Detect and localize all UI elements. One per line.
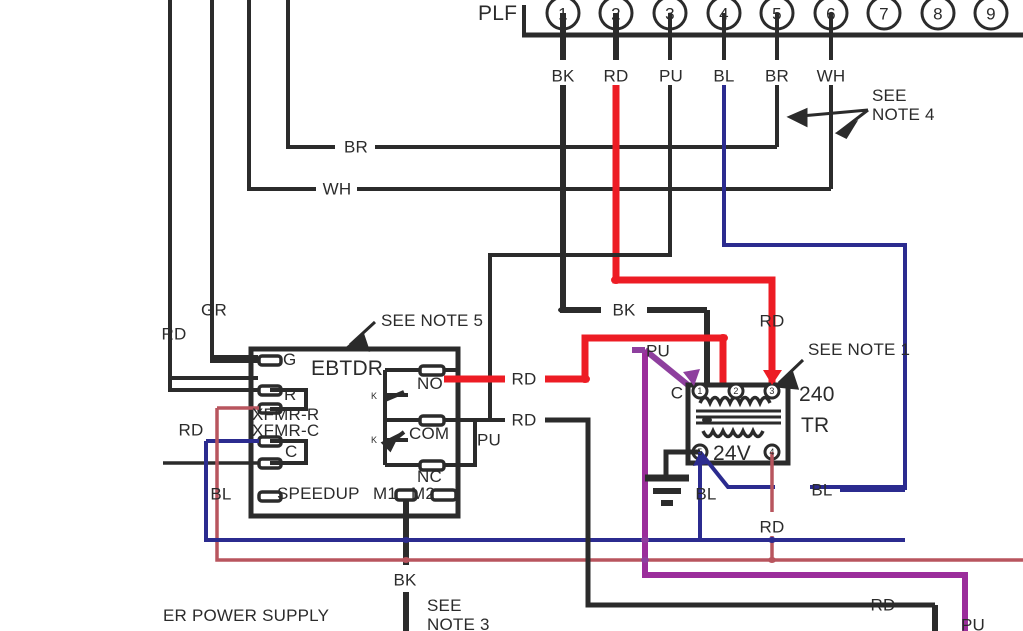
wire-label-plf-4-bl: BL	[713, 66, 735, 86]
wire-label-left-rd-top: RD	[161, 324, 187, 344]
ground-symbol	[645, 474, 689, 506]
transformer-tap-4[interactable]: 4	[769, 446, 775, 457]
plf-terminal-number-5[interactable]: 5	[772, 4, 782, 24]
transformer-common-label: C	[670, 383, 684, 403]
plf-terminal-number-4[interactable]: 4	[719, 4, 729, 24]
wire-label-bottom-right-rd: RD	[870, 595, 896, 615]
see-note-3: SEE NOTE 3	[427, 596, 490, 631]
ebtdr-terminal-m2[interactable]: M2	[411, 484, 436, 503]
wire-label-plf-6-wh: WH	[816, 66, 846, 86]
wire-label-tr-bl-right: BL	[811, 480, 833, 500]
plf-terminal-number-3[interactable]: 3	[665, 4, 675, 24]
wire-label-bottom-right-pu: PU	[960, 615, 986, 631]
ebtdr-terminal-m1[interactable]: M1	[373, 484, 398, 503]
ebtdr-terminal-speedup[interactable]: SPEEDUP	[277, 484, 360, 503]
wire-br-run	[286, 0, 335, 149]
ground-lead	[663, 449, 700, 478]
wire-label-plf-5-br: BR	[764, 66, 790, 86]
wire-com-black-run	[545, 417, 935, 608]
wire-dark-red-loop	[215, 408, 1023, 562]
ebtdr-box	[248, 346, 461, 519]
relay-coil-mark-2: K	[371, 435, 378, 445]
power-supply-caption: ER POWER SUPPLY	[163, 606, 330, 625]
see-note-1: SEE NOTE 1	[808, 340, 911, 359]
wire-bl-terminal4	[722, 85, 907, 490]
ebtdr-terminal-xfmr-c[interactable]: XFMR-C	[252, 421, 320, 440]
plf-title: PLF	[478, 2, 518, 25]
plf-terminal-number-2[interactable]: 2	[611, 4, 621, 24]
ebtdr-contact-com[interactable]: COM	[409, 424, 450, 443]
ebtdr-title: EBTDR	[311, 357, 384, 380]
ebtdr-jumper-c	[270, 439, 308, 465]
wire-label-plf-1-bk: BK	[551, 66, 575, 86]
plf-terminal-stubs	[560, 13, 833, 60]
wire-blue-loop	[204, 441, 840, 542]
plf-terminal-number-1[interactable]: 1	[558, 4, 568, 24]
ebtdr-terminal-xfmr-r[interactable]: XFMR-R	[252, 405, 320, 424]
transformer-tap-3[interactable]: 3	[769, 385, 775, 396]
ebtdr-contact-no[interactable]: NO	[417, 374, 443, 393]
wire-pu-purple	[643, 347, 690, 388]
note5-arrow	[343, 320, 377, 352]
wire-pu-arrowhead	[683, 369, 700, 386]
wire-label-mid-rd: RD	[759, 311, 785, 331]
plf-terminal-number-9[interactable]: 9	[986, 4, 996, 24]
wire-rdleft-to-r	[168, 378, 259, 392]
wire-label-tr-bl-left: BL	[695, 484, 717, 504]
wire-label-tr-rd: RD	[759, 517, 785, 537]
transformer-name: TR	[801, 414, 830, 437]
wire-label-mid-bk: BK	[612, 300, 636, 320]
wire-label-bus-wh: WH	[322, 179, 352, 199]
ebtdr-jumper-r	[270, 388, 308, 411]
ebtdr-terminal-r[interactable]: R	[284, 385, 297, 404]
wire-no-red-run	[545, 334, 727, 385]
junction-dots	[402, 276, 776, 563]
ebtdr-motor-lugs	[394, 488, 458, 502]
wire-label-bottom-bk: BK	[393, 570, 417, 590]
ebtdr-contact-nc[interactable]: NC	[417, 467, 442, 486]
wire-label-left-rd-mid: RD	[178, 420, 204, 440]
wire-gr-to-g	[210, 357, 259, 363]
transformer-primary-voltage: 240	[799, 383, 835, 406]
wire-left-gr-vertical	[210, 0, 258, 359]
wire-label-ebtdr-pu: PU	[476, 430, 502, 450]
note4-arrow	[786, 107, 869, 139]
transformer-tap-1[interactable]: 1	[697, 385, 703, 396]
transformer-tap-5[interactable]: 5	[697, 446, 703, 457]
wire-bk-main	[560, 85, 601, 313]
wire-label-com-rd: RD	[511, 410, 537, 430]
transformer-core	[696, 409, 781, 425]
wire-rd-main	[612, 85, 776, 385]
plf-terminal-number-6[interactable]: 6	[826, 4, 836, 24]
wire-label-left-gr: GR	[201, 300, 227, 320]
ebtdr-terminal-c[interactable]: C	[285, 442, 298, 461]
transformer-secondary-voltage: 24V	[713, 442, 751, 465]
wire-label-left-bl: BL	[210, 484, 232, 504]
relay-nc-tie	[444, 420, 477, 467]
relay-coil-mark-1: K	[371, 391, 378, 401]
wire-left-rd-vertical	[168, 0, 258, 380]
wire-rd-arrowhead	[763, 370, 782, 385]
wire-label-bus-br: BR	[343, 137, 369, 157]
plf-terminal-number-7[interactable]: 7	[879, 4, 889, 24]
see-note-4: SEE NOTE 4	[872, 86, 935, 125]
wire-label-no-rd: RD	[511, 369, 537, 389]
ebtdr-terminal-g[interactable]: G	[283, 350, 297, 369]
transformer-secondary-coil	[701, 426, 765, 439]
wire-tr-bl-right	[810, 485, 907, 490]
see-note-5: SEE NOTE 5	[381, 311, 484, 330]
wire-label-plf-2-rd: RD	[603, 66, 629, 86]
wire-tr-bl-arrow	[693, 452, 708, 466]
wire-label-plf-3-pu: PU	[658, 66, 684, 86]
wire-pu-purple-run	[642, 350, 968, 631]
wire-tr-bl-diag	[698, 450, 775, 489]
wire-label-transformer-pu: PU	[645, 341, 671, 361]
wire-wh-run	[247, 0, 316, 191]
transformer-tap-2[interactable]: 2	[733, 385, 739, 396]
wire-into-g	[170, 361, 259, 378]
wire-pu-terminal3	[488, 85, 672, 420]
plf-terminal-number-8[interactable]: 8	[933, 4, 943, 24]
relay-switch-arms	[380, 390, 408, 453]
